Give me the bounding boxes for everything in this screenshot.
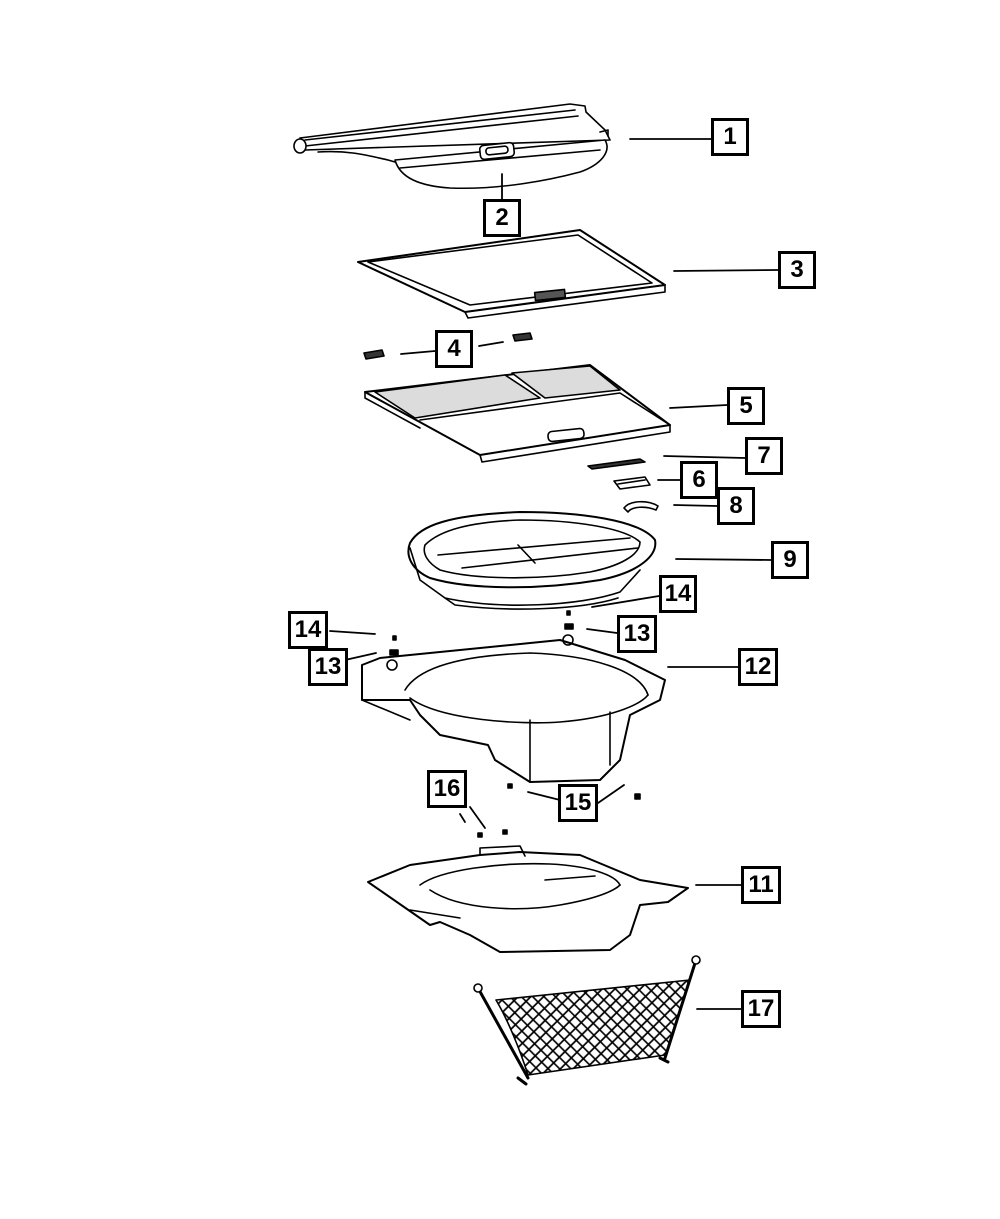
part-1-cargo-cover[interactable] bbox=[294, 104, 610, 188]
fasteners[interactable] bbox=[390, 611, 640, 837]
callout-1[interactable]: 1 bbox=[711, 118, 749, 156]
callout-9[interactable]: 9 bbox=[771, 541, 809, 579]
callout-6[interactable]: 6 bbox=[680, 461, 718, 499]
callout-13-right[interactable]: 13 bbox=[617, 615, 657, 653]
part-12-storage-bin[interactable] bbox=[362, 635, 665, 782]
callout-8[interactable]: 8 bbox=[717, 487, 755, 525]
callout-4[interactable]: 4 bbox=[435, 330, 473, 368]
part-3-load-floor[interactable] bbox=[358, 230, 665, 318]
callout-11[interactable]: 11 bbox=[741, 866, 781, 904]
callout-13-left[interactable]: 13 bbox=[308, 648, 348, 686]
callout-5[interactable]: 5 bbox=[727, 387, 765, 425]
part-6-latch[interactable] bbox=[614, 477, 650, 489]
part-5-cargo-panel[interactable] bbox=[365, 365, 670, 462]
callout-16[interactable]: 16 bbox=[427, 770, 467, 808]
leader-lines bbox=[329, 138, 779, 1010]
callout-17[interactable]: 17 bbox=[741, 990, 781, 1028]
callout-3[interactable]: 3 bbox=[778, 251, 816, 289]
part-9-storage-tray[interactable] bbox=[408, 512, 655, 609]
callout-14-left[interactable]: 14 bbox=[288, 611, 328, 649]
part-8-handle[interactable] bbox=[624, 502, 658, 512]
part-11-spare-tub[interactable] bbox=[368, 846, 688, 952]
part-4-clips[interactable] bbox=[364, 333, 532, 359]
callout-14-right[interactable]: 14 bbox=[659, 575, 697, 613]
callout-12[interactable]: 12 bbox=[738, 648, 778, 686]
callout-2[interactable]: 2 bbox=[483, 199, 521, 237]
part-17-cargo-net[interactable] bbox=[474, 956, 700, 1084]
callout-7[interactable]: 7 bbox=[745, 437, 783, 475]
callout-15[interactable]: 15 bbox=[558, 784, 598, 822]
part-7-strap[interactable] bbox=[588, 459, 645, 469]
